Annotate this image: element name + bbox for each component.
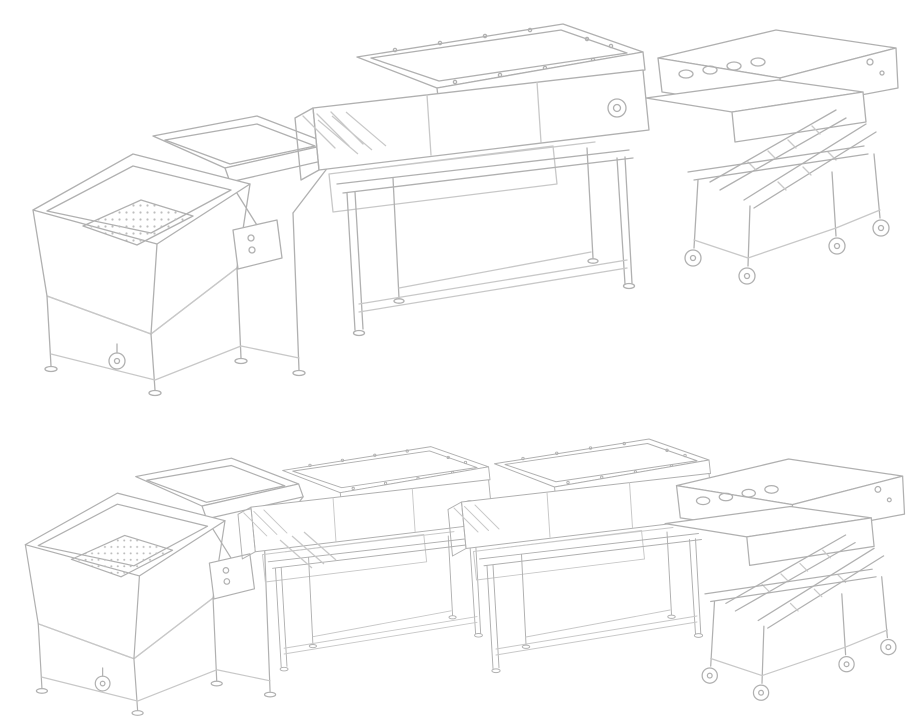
feed-hopper-unit	[24, 457, 304, 716]
outfeed-sorter-machine	[664, 458, 906, 701]
transfer-rollers	[279, 531, 337, 569]
outfeed-sorter-machine	[645, 29, 899, 285]
bottom-illustration	[24, 438, 906, 716]
feed-hopper-unit	[32, 115, 336, 397]
conveyor-machine-module	[294, 23, 650, 337]
transfer-rollers	[317, 111, 387, 155]
top-illustration	[32, 23, 899, 397]
